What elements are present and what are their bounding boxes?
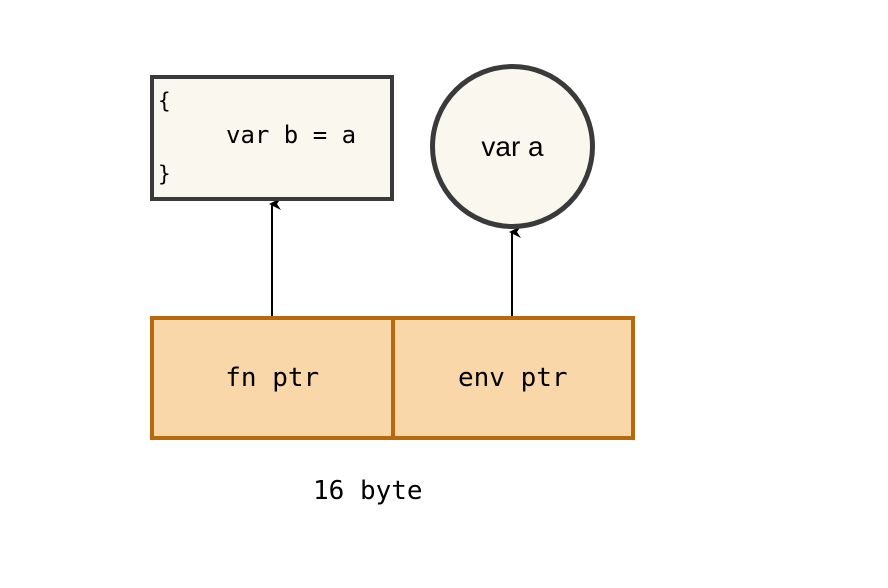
size-label: 16 byte (313, 476, 423, 506)
fn-ptr-cell: fn ptr (154, 320, 391, 436)
fn-ptr-label: fn ptr (225, 363, 320, 393)
close-brace: } (158, 162, 171, 186)
env-ptr-cell: env ptr (390, 320, 632, 436)
code-text: var b = a (226, 121, 357, 149)
variable-label: var a (481, 130, 544, 162)
env-ptr-label: env ptr (457, 363, 568, 393)
variable-node: var a (430, 64, 595, 229)
open-brace: { (158, 89, 171, 113)
closure-struct: fn ptr env ptr (150, 316, 635, 440)
code-block-node: { var b = a } (150, 75, 394, 201)
